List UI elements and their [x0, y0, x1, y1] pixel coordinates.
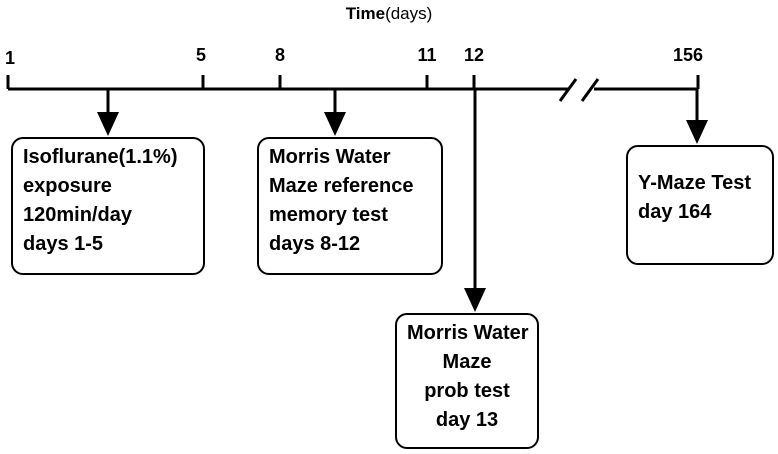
axis-break-icon [558, 78, 600, 102]
arrow-mwm-reference [324, 89, 346, 136]
event-line: days 8-12 [269, 233, 361, 255]
axis-title-main: Time [345, 4, 386, 23]
event-line: day 13 [435, 409, 499, 431]
event-box-mwm-probe: Morris Water Maze prob test day 13 [395, 313, 539, 449]
event-line: Maze [442, 351, 492, 373]
tick-label-8: 8 [274, 45, 286, 65]
event-line: day 164 [638, 201, 712, 223]
event-line: Isoflurane(1.1%) [23, 146, 178, 168]
event-box-isoflurane: Isoflurane(1.1%) exposure 120min/day day… [11, 137, 205, 275]
tick-label-11: 11 [417, 45, 437, 65]
event-line: Morris Water [269, 146, 391, 168]
arrow-isoflurane [97, 89, 119, 136]
arrow-y-maze [686, 89, 708, 144]
tick-label-12: 12 [463, 45, 485, 65]
event-box-mwm-reference: Morris Water Maze reference memory test … [257, 137, 443, 275]
event-line: days 1-5 [23, 233, 104, 255]
tick-label-5: 5 [195, 45, 207, 65]
event-line: exposure [23, 175, 112, 197]
axis-title-unit: (days) [385, 4, 433, 23]
axis-title: Time(days) [0, 4, 778, 24]
event-line: memory test [269, 204, 388, 226]
tick-label-156: 156 [672, 45, 704, 65]
tick-label-1: 1 [4, 48, 16, 68]
event-line: Morris Water [407, 322, 529, 344]
event-line: prob test [424, 380, 510, 402]
event-box-y-maze: Y-Maze Test day 164 [626, 145, 774, 265]
event-line: Y-Maze Test [638, 172, 751, 194]
event-line: 120min/day [23, 204, 132, 226]
event-line: Maze reference [269, 175, 414, 197]
arrow-mwm-probe [464, 89, 486, 312]
